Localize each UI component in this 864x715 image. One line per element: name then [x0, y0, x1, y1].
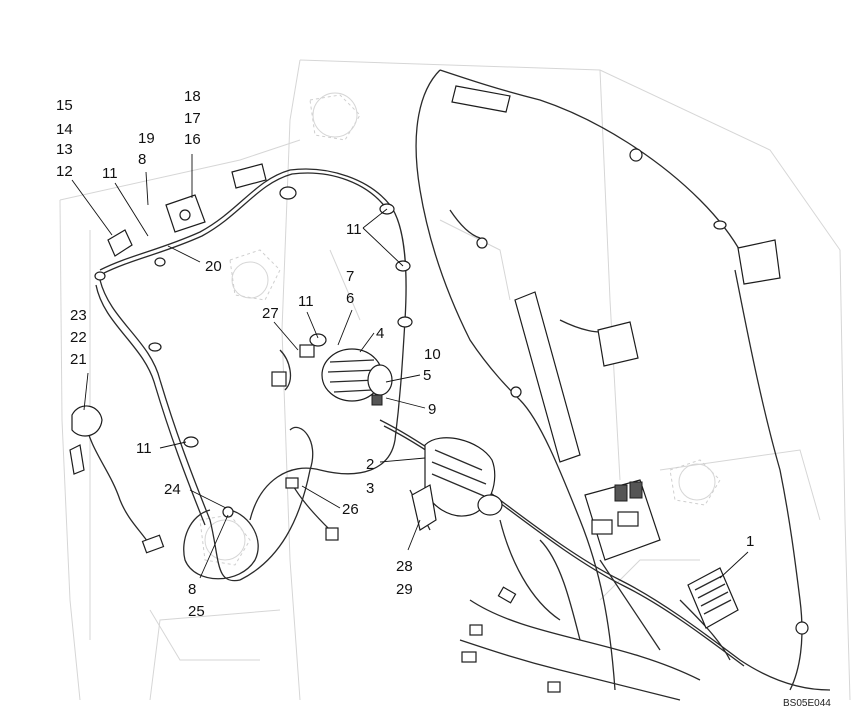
callout-15: 15 [56, 97, 73, 114]
callout-2: 2 [366, 456, 375, 473]
controller-module [687, 567, 739, 629]
callout-9: 9 [428, 401, 437, 418]
callout-5: 5 [423, 367, 432, 384]
callout-23: 23 [70, 307, 87, 324]
callout-29: 29 [396, 581, 413, 598]
callout-7: 7 [346, 268, 355, 285]
callout-16: 16 [184, 131, 201, 148]
callout-8-top: 8 [138, 151, 147, 168]
leader-lines [71, 154, 749, 579]
callout-14: 14 [56, 121, 73, 138]
callout-13: 13 [56, 141, 73, 158]
callout-11-mid: 11 [298, 293, 314, 310]
callout-25: 25 [188, 603, 205, 620]
alternator [321, 348, 393, 406]
callout-20: 20 [205, 258, 222, 275]
callout-18: 18 [184, 88, 201, 105]
callout-19: 19 [138, 130, 155, 147]
callout-11-left: 11 [136, 440, 152, 457]
callout-12: 12 [56, 163, 73, 180]
callout-3: 3 [366, 480, 375, 497]
components [69, 85, 809, 693]
callout-27: 27 [262, 305, 279, 322]
relay-box [584, 479, 661, 561]
reference-code: BS05E044 [783, 698, 831, 709]
callout-1: 1 [746, 533, 755, 550]
callout-21: 21 [70, 351, 87, 368]
callout-26: 26 [342, 501, 359, 518]
callout-6: 6 [346, 290, 355, 307]
wiring-harness [84, 69, 831, 701]
callout-24: 24 [164, 481, 181, 498]
callout-11-top-right: 11 [346, 221, 362, 238]
callout-11-top-left: 11 [102, 165, 118, 182]
callout-28: 28 [396, 558, 413, 575]
callout-22: 22 [70, 329, 87, 346]
callout-4: 4 [376, 325, 385, 342]
callout-8-bottom: 8 [188, 581, 197, 598]
callout-17: 17 [184, 110, 201, 127]
starter [411, 437, 503, 531]
callout-10: 10 [424, 346, 441, 363]
